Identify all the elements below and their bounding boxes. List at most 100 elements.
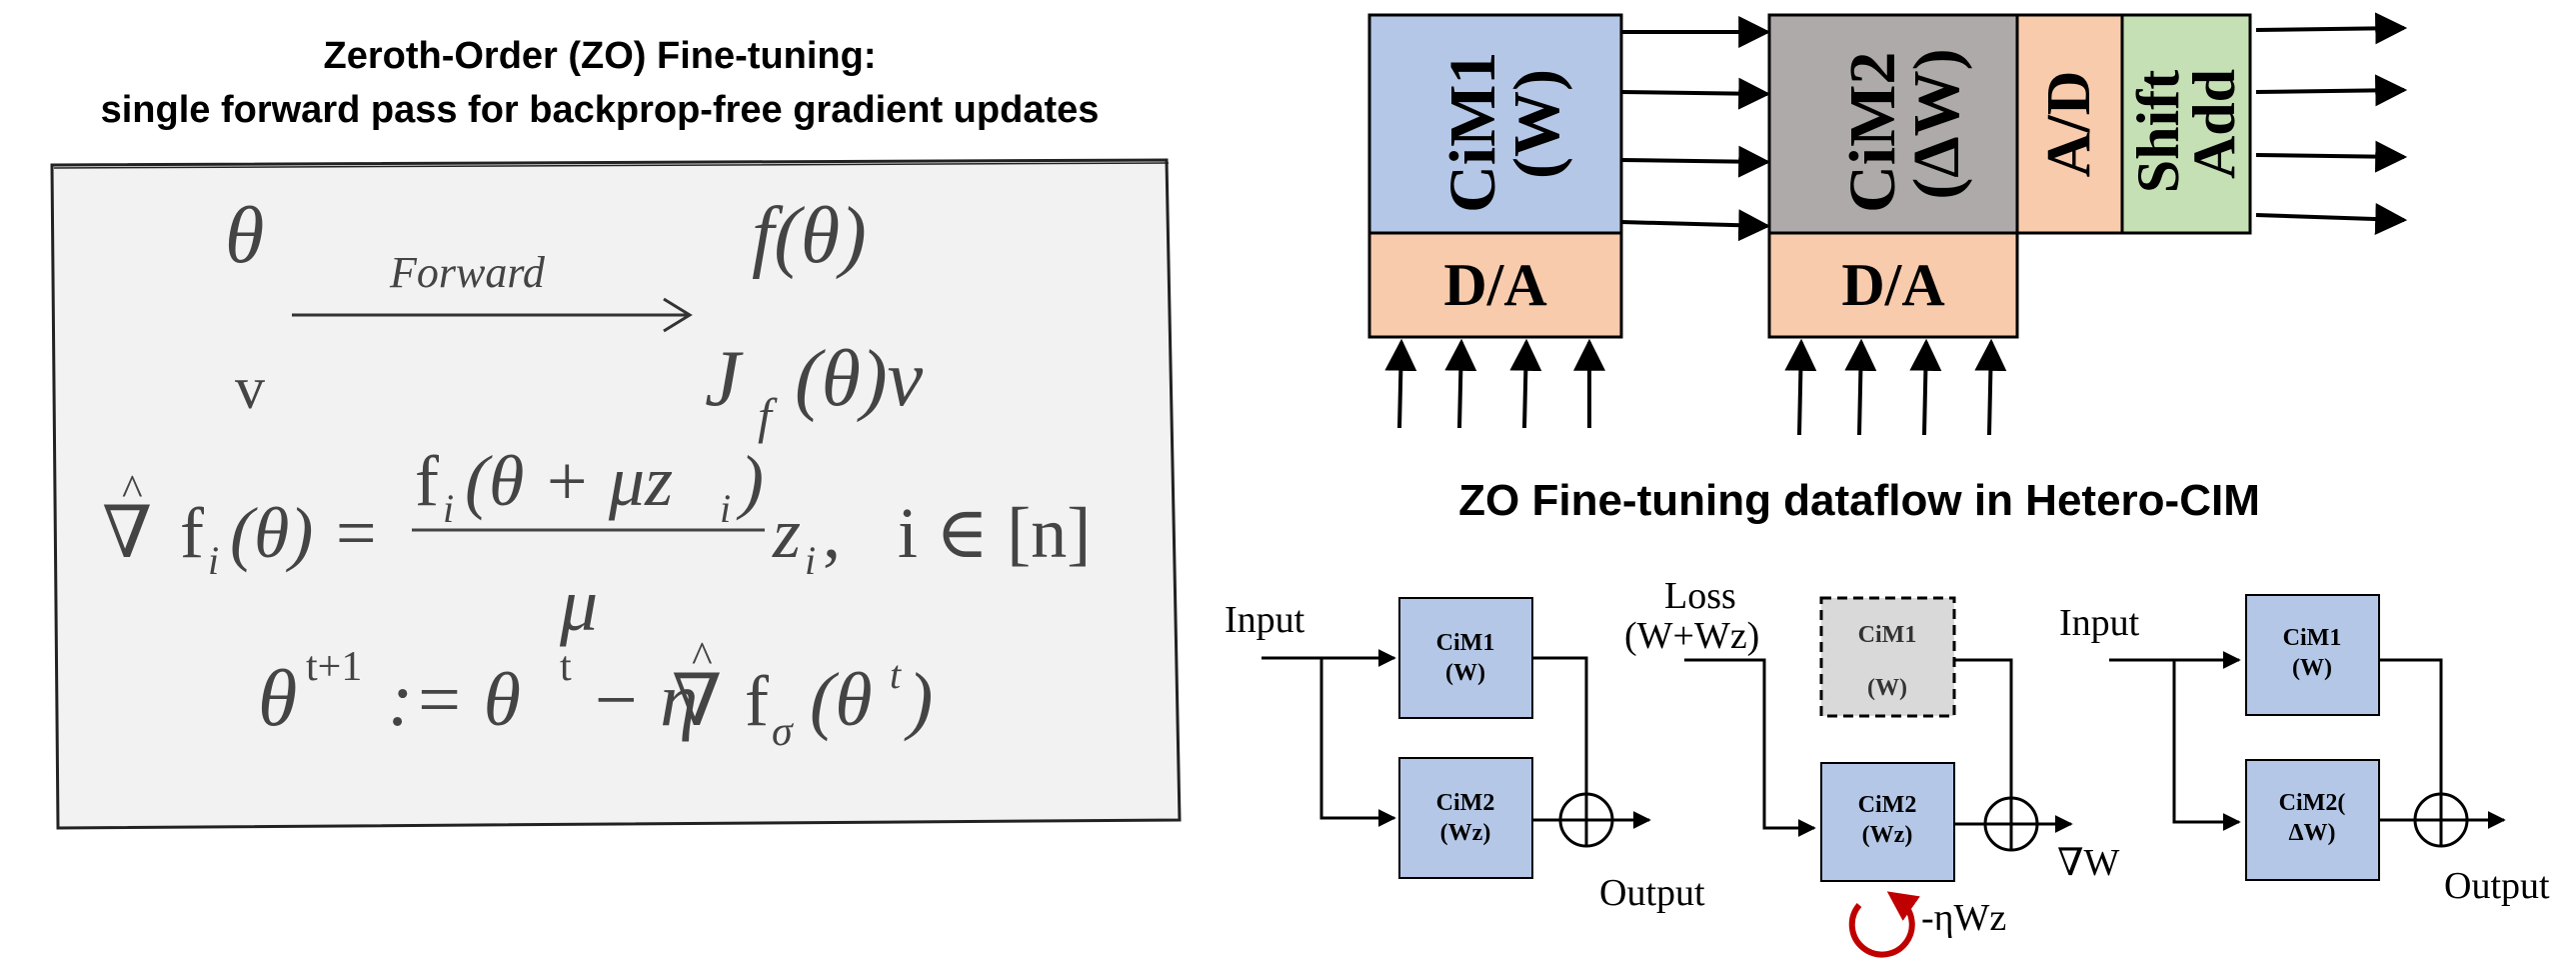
dataflow-title: ZO Fine-tuning dataflow in Hetero-CIM [1458,476,2260,525]
eq-upd-nabla: ∇ [672,661,722,741]
eq-frac-num-arg: (θ + μz [465,441,673,521]
eq-upd-sup-t: t [560,644,572,690]
cim1-to-cim2-arrows [1620,16,1771,242]
cim2-label-line2: (ΔW) [1900,48,1973,199]
flow3-input-label: Input [2059,602,2140,644]
flow-forward: Input CiM1 (W) CiM2 (Wz) Output [1225,597,1705,914]
flow3-cim1-to-sum [2379,658,2443,794]
flow1-input-arrow-cim2 [1319,658,1396,827]
flow-merged: Input CiM1 (W) CiM2( ΔW) Output [2059,594,2550,907]
eq-frac-z: z [772,493,801,573]
flow3-cim2-label-b: ΔW) [2288,820,2335,846]
eq-jacobian: J [705,335,744,423]
flow1-output-label: Output [1599,872,1705,914]
flow3-output-label: Output [2444,865,2550,907]
eq-frac-num-close: ) [736,441,764,521]
flow2-cim1-block-inactive [1819,596,1956,718]
eq-frac-num-sub: i [443,486,454,531]
equation-box [50,158,1182,830]
cim2-block [1767,13,2019,235]
cim-link-arrow [1620,145,1771,178]
flow3-cim1-block [2245,594,2380,716]
eq-upd-theta: θ [258,655,297,743]
left-title-line1: Zeroth-Order (ZO) Fine-tuning: [323,35,876,77]
output-arrow [2255,12,2408,45]
eq-v: v [235,355,265,421]
eq-upd-arg: (θ [810,658,873,742]
input-arrow [1974,338,2007,436]
input-arrow [1509,338,1542,429]
flow-update: Loss (W+Wz) CiM1 (W) CiM2 (Wz) ∇W -ηWz [1624,575,2120,958]
input-arrow [1784,338,1817,436]
flow1-cim2-block [1398,757,1533,879]
flow2-loss-label: Loss [1664,575,1736,617]
input-arrow [1384,338,1417,429]
output-arrow [2255,203,2408,236]
cim1-da-block [1367,231,1623,339]
flow2-grad-label: ∇W [2057,842,2120,884]
flow2-update-label: -ηWz [1921,897,2006,939]
flow1-cim1-label-b: (W) [1445,660,1485,686]
eq-f-theta: f(θ) [752,192,867,280]
equation-box-sketch-line [53,162,1170,169]
eq-upd-close: ) [904,658,933,742]
flow3-cim1-label-b: (W) [2292,655,2332,681]
eq-forward-arrowhead [663,297,693,333]
eq-frac-den: μ [559,563,598,647]
flow2-cim2-label-a: CiM2 [1858,792,1917,818]
cim-link-arrow [1620,209,1771,242]
flow2-cim1-label-a: CiM1 [1858,622,1917,648]
eq-upd-sup: t+1 [306,644,362,690]
flow2-loss-arg-label: (W+Wz) [1624,615,1759,657]
flow2-update-cycle-icon [1848,891,1920,958]
flow1-cim2-label-a: CiM2 [1436,790,1495,816]
eq-grad-arg: (θ) = [230,493,380,573]
flow3-cim1-label-a: CiM1 [2283,625,2342,651]
add-label: Add [2181,69,2247,179]
cim2-da-block [1767,231,2019,339]
flow2-cim1-label-b: (W) [1867,675,1907,701]
cim1-label: CiM1 (W) [1436,35,1573,213]
flow2-loss-arrow [1684,658,1816,837]
cim1-label-line1: CiM1 [1436,52,1509,213]
cim2-da-label: D/A [1841,252,1944,318]
flow3-input-arrow-cim2 [2172,660,2241,831]
cim1-block [1367,13,1623,235]
eq-upd-f: f [745,661,769,741]
equations: θ Forward f(θ) v J f (θ)v ∇ ^ f i (θ) = … [102,192,1091,755]
eq-frac-num: f [415,441,439,521]
eq-upd-arg-sup: t [890,652,902,697]
flow1-cim1-label-a: CiM1 [1436,630,1495,656]
cim2-label: CiM2 (ΔW) [1836,35,1973,213]
cim1-label-line2: (W) [1500,69,1573,179]
shift-add-label: Shift Add [2125,55,2247,193]
input-arrows [1384,338,2007,436]
output-arrow [2255,140,2408,173]
shift-label: Shift [2125,70,2191,193]
cim1-da-label: D/A [1443,252,1546,318]
eq-upd-hat: ^ [692,633,713,682]
ad-block [2015,13,2124,235]
eq-forward-label: Forward [389,248,546,297]
output-arrows [2255,12,2408,236]
eq-grad-sub-i: i [208,538,219,583]
flow3-cim2-label-a: CiM2( [2279,790,2346,816]
input-arrow [1844,338,1877,436]
flow2-cim1-to-sum [1954,658,2013,798]
shift-add-block [2120,13,2252,235]
flow1-cim1-to-sum [1532,656,1588,795]
eq-theta: θ [225,192,264,280]
eq-upd-minus-eta: − η [590,658,698,742]
hardware-diagram: CiM1 (W) D/A CiM2 (ΔW) D/A A/D Shift Add [1367,12,2408,436]
flow1-input-label: Input [1225,599,1305,641]
flow1-cim2-label-b: (Wz) [1440,820,1491,846]
eq-grad-f: f [180,493,204,573]
eq-upd-assign: := θ [388,658,521,742]
left-panel: Zeroth-Order (ZO) Fine-tuning: single fo… [50,35,1182,830]
eq-upd-sub: σ [772,709,795,755]
eq-i-in-n: i ∈ [n] [898,493,1091,573]
ad-label: A/D [2035,71,2103,178]
eq-grad-nabla: ∇ [102,493,152,573]
cim2-label-line1: CiM2 [1836,52,1909,213]
